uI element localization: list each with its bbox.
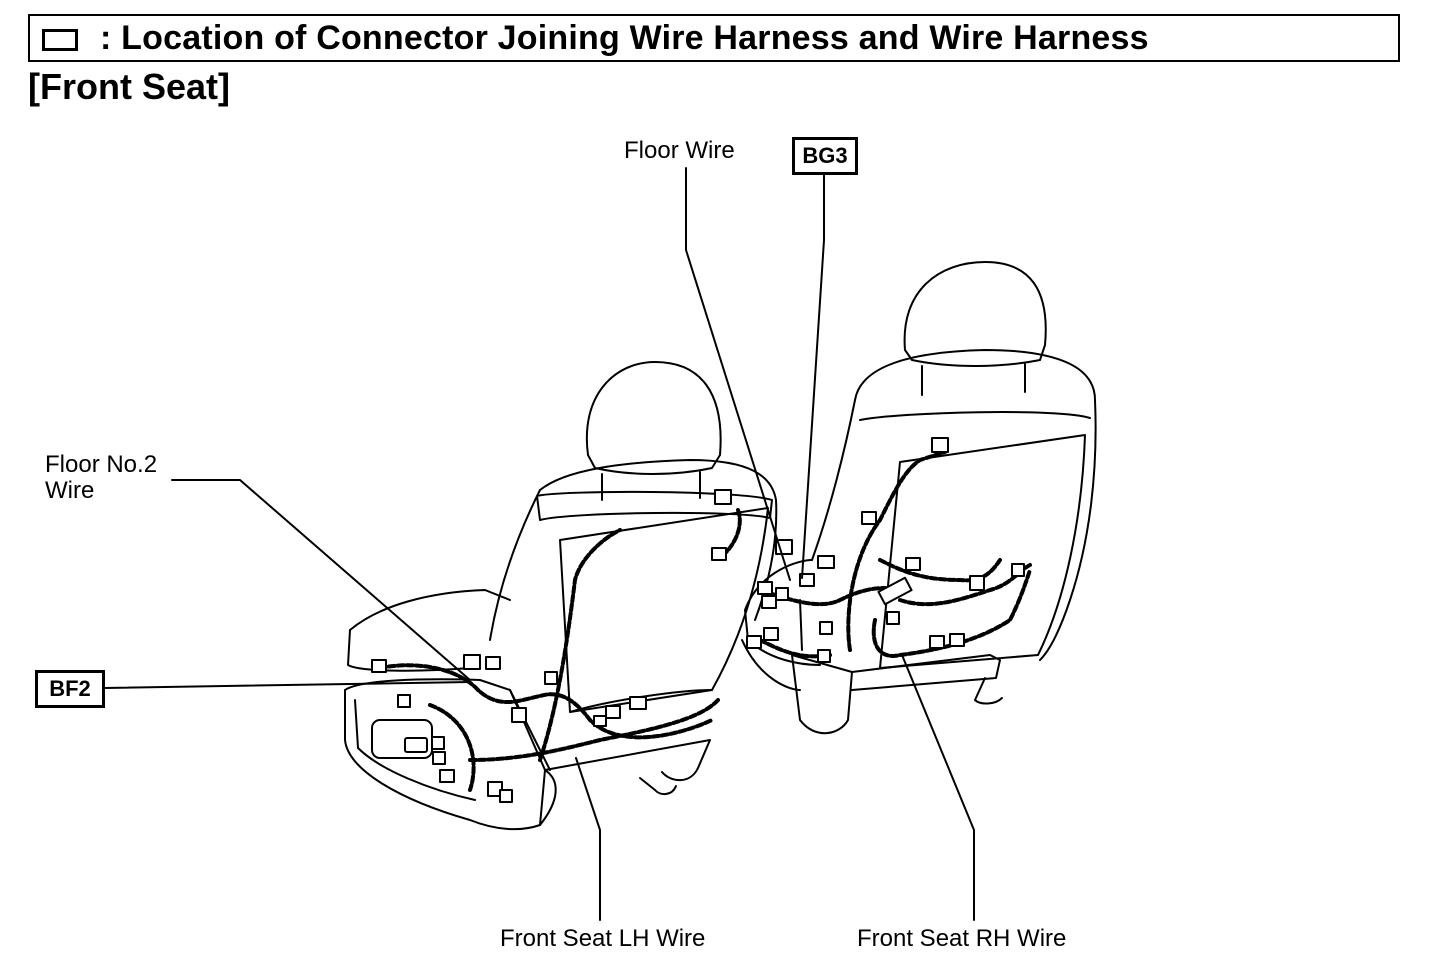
connector-code-bg3: BG3 — [792, 137, 858, 175]
connector-legend-square — [42, 29, 78, 51]
title-box: : Location of Connector Joining Wire Har… — [28, 14, 1400, 62]
right-seat — [741, 261, 1097, 735]
connector-code-bf2: BF2 — [35, 670, 105, 708]
label-floor-wire: Floor Wire — [624, 137, 735, 164]
label-front-seat-rh-wire: Front Seat RH Wire — [857, 925, 1067, 952]
connector-blocks — [371, 437, 1025, 803]
leader-lines — [103, 167, 975, 921]
page-title: : Location of Connector Joining Wire Har… — [100, 19, 1149, 57]
label-front-seat-lh-wire: Front Seat LH Wire — [500, 925, 706, 952]
left-seat — [344, 361, 778, 831]
section-title: [Front Seat] — [28, 66, 230, 107]
label-floor-no2-wire-line2: Wire — [45, 477, 95, 504]
wire-harness-paths — [378, 450, 1032, 792]
label-floor-no2-wire-line1: Floor No.2 — [45, 451, 158, 478]
